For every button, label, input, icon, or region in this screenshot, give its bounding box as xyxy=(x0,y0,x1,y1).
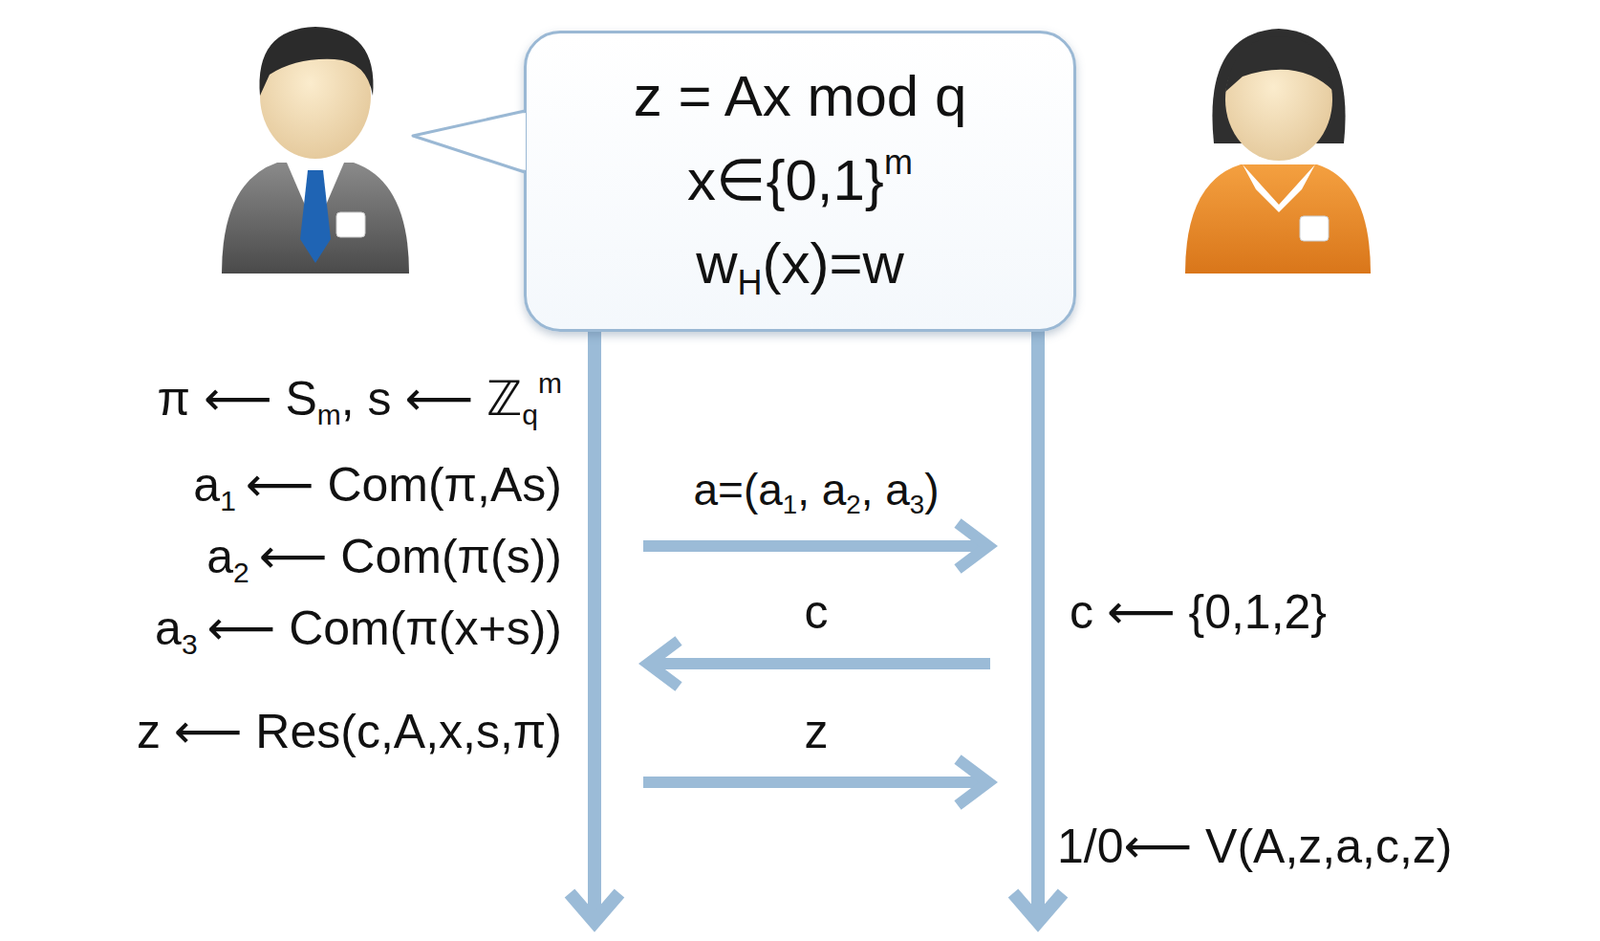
script-text: 3 xyxy=(909,489,925,519)
formula-text: a xyxy=(206,529,234,584)
message-arrows xyxy=(643,522,991,805)
script-text: m xyxy=(884,142,913,182)
protocol-text: a1⟵ Com(π,As) xyxy=(193,457,563,519)
prover-icon xyxy=(221,26,410,274)
formula-text: π ⟵ S xyxy=(157,371,318,426)
formula-text: z = Ax mod q xyxy=(633,64,968,129)
formula-text: ⟵ Com(π(x+s)) xyxy=(207,601,563,655)
statement-line: z = Ax mod q xyxy=(633,54,968,138)
speech-bubble: z = Ax mod qx∈{0,1}mwH(x)=w xyxy=(523,30,1077,332)
formula-text: , s ⟵ ℤ xyxy=(341,371,522,426)
protocol-text: c ⟵ {0,1,2} xyxy=(1069,584,1327,641)
protocol-text: a3 ⟵ Com(π(x+s)) xyxy=(154,601,563,662)
script-text: 2 xyxy=(845,489,861,519)
script-text: 1 xyxy=(219,484,237,517)
protocol-text: π ⟵ Sm, s ⟵ ℤqm xyxy=(157,367,563,433)
formula-text: ⟵ Com(π,As) xyxy=(245,457,563,512)
script-text: 3 xyxy=(181,627,198,660)
formula-text: c xyxy=(804,584,829,639)
statement-line: wH(x)=w xyxy=(695,221,905,309)
statement-line: x∈{0,1}m xyxy=(687,137,913,222)
script-text: m xyxy=(538,367,563,399)
protocol-text: a2 ⟵ Com(π(s)) xyxy=(206,529,563,590)
script-text: H xyxy=(737,262,763,303)
formula-text: a xyxy=(154,601,182,655)
formula-text: w xyxy=(695,231,737,296)
script-text: 2 xyxy=(233,556,250,588)
formula-text: (x)=w xyxy=(762,231,905,296)
formula-text: z ⟵ Res(c,A,x,s,π) xyxy=(136,704,563,758)
formula-text: a=(a xyxy=(692,464,782,515)
protocol-text: z ⟵ Res(c,A,x,s,π) xyxy=(136,704,563,760)
formula-text: z xyxy=(804,704,829,758)
formula-text: c ⟵ {0,1,2} xyxy=(1069,584,1327,639)
protocol-text: z xyxy=(804,704,829,760)
protocol-text: c xyxy=(804,584,829,641)
formula-text: a xyxy=(193,457,220,512)
formula-text: ⟵ Com(π(s)) xyxy=(259,529,563,584)
script-text: m xyxy=(317,398,342,431)
formula-text: , a xyxy=(797,464,846,515)
protocol-text: 1/0⟵ V(A,z,a,c,z) xyxy=(1057,819,1452,875)
protocol-text: a=(a1, a2, a3) xyxy=(692,464,939,520)
script-text: q xyxy=(521,398,539,431)
formula-text: ) xyxy=(924,464,939,515)
timelines xyxy=(569,286,1063,924)
formula-text: , a xyxy=(861,464,910,515)
formula-text: 1/0⟵ V(A,z,a,c,z) xyxy=(1057,819,1452,873)
verifier-icon xyxy=(1185,28,1371,274)
formula-text: x∈{0,1} xyxy=(687,148,885,213)
script-text: 1 xyxy=(782,489,798,519)
